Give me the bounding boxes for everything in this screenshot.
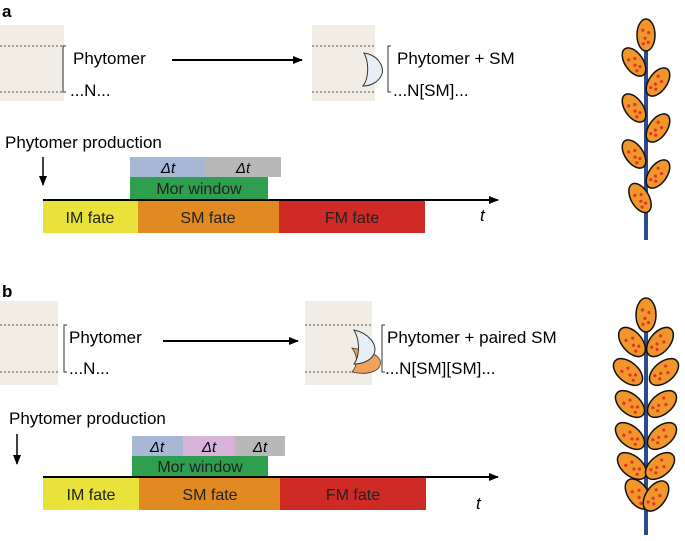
im-fate-bar	[43, 201, 138, 233]
delta-t-block-1	[130, 157, 206, 177]
bracket-right	[387, 45, 391, 93]
fm-fate-bar	[279, 201, 425, 233]
mor-window-label-b: Mor window	[157, 459, 243, 476]
sm-fate-bar-b	[139, 478, 280, 510]
bracket-right-b	[381, 324, 385, 373]
delta-t-block-b3	[235, 436, 285, 456]
phytomer-box-right	[312, 25, 375, 101]
fm-fate-label: FM fate	[325, 210, 379, 227]
panel-b: b Phytomer ...N... Phytomer + paired SM …	[0, 282, 680, 535]
delta-t-row-b: Δt Δt Δt	[132, 436, 285, 456]
delta-t-label-2: Δt	[235, 160, 251, 177]
panel-b-label: b	[2, 282, 12, 301]
phytomer-production-label: Phytomer production	[5, 133, 162, 152]
delta-t-row: Δt Δt	[130, 157, 281, 177]
sm-fate-label-b: SM fate	[182, 487, 237, 504]
n-sm-label: ...N[SM]...	[393, 81, 469, 100]
bracket-left-b	[63, 324, 67, 373]
im-fate-label-b: IM fate	[67, 487, 116, 504]
paired-sm-upper-icon	[352, 329, 376, 365]
n-label-left: ...N...	[70, 81, 111, 100]
bracket-left	[62, 45, 66, 93]
mor-window-label: Mor window	[156, 181, 242, 198]
time-axis-label-b: t	[476, 494, 482, 513]
fm-fate-bar-b	[280, 478, 426, 510]
delta-t-label-1: Δt	[160, 160, 176, 177]
n-sm-sm-label: ...N[SM][SM]...	[385, 359, 496, 378]
wheat-spike-paired-icon	[612, 297, 680, 535]
panel-a: a Phytomer ...N... Phytomer + SM ...N[SM…	[0, 2, 671, 240]
phytomer-production-label-b: Phytomer production	[9, 409, 166, 428]
phytomer-paired-sm-label: Phytomer + paired SM	[387, 328, 557, 347]
im-fate-label: IM fate	[66, 210, 115, 227]
phytomer-label-left: Phytomer	[73, 49, 146, 68]
phytomer-box-left	[0, 25, 64, 101]
n-label-left-b: ...N...	[69, 359, 110, 378]
phytomer-box-left-b	[0, 301, 58, 385]
im-fate-bar-b	[43, 478, 139, 510]
fm-fate-label-b: FM fate	[326, 487, 380, 504]
delta-t-block-2	[206, 157, 281, 177]
delta-t-label-b1: Δt	[149, 439, 165, 456]
panel-a-label: a	[2, 2, 12, 21]
mor-window-bar-b	[132, 456, 268, 477]
sm-fate-bar	[138, 201, 279, 233]
delta-t-label-b2: Δt	[201, 439, 217, 456]
delta-t-block-b2	[183, 436, 235, 456]
secondary-meristem-icon	[361, 52, 383, 87]
time-axis-label: t	[480, 206, 486, 225]
wheat-spike-single-icon	[621, 18, 671, 240]
mor-window-bar	[130, 177, 268, 199]
phytomer-label-left-b: Phytomer	[69, 328, 142, 347]
delta-t-block-b1	[132, 436, 183, 456]
delta-t-label-b3: Δt	[252, 439, 268, 456]
phytomer-sm-label: Phytomer + SM	[397, 49, 515, 68]
sm-fate-label: SM fate	[180, 210, 235, 227]
